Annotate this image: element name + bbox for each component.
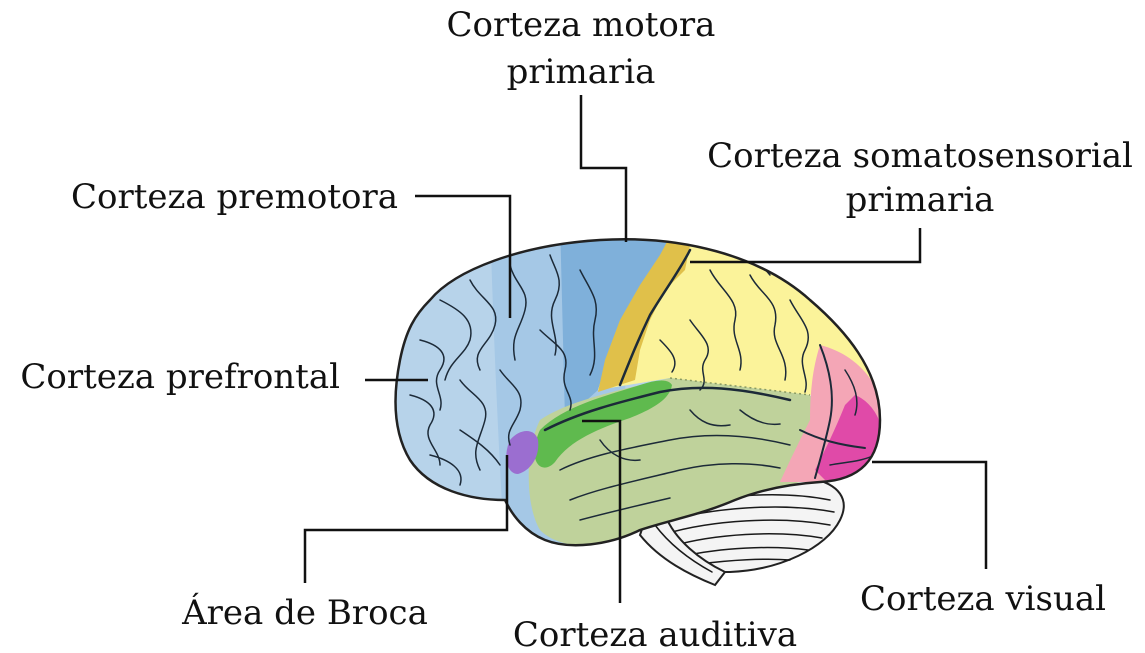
- label-broca: Área de Broca: [181, 592, 428, 633]
- label-visual: Corteza visual: [860, 579, 1106, 619]
- label-somatosensory-line2: primaria: [846, 180, 995, 220]
- leader-somatosensory: [690, 228, 922, 264]
- label-prefrontal: Corteza prefrontal: [20, 357, 340, 397]
- label-primary-motor-line2: primaria: [507, 52, 656, 92]
- visual-region: [815, 395, 880, 481]
- leader-lines: [303, 95, 988, 603]
- somatosensory-strip: [598, 240, 690, 392]
- leader-broca: [303, 455, 509, 583]
- label-premotor: Corteza premotora: [71, 177, 398, 217]
- gyri-lines: [409, 248, 876, 521]
- auditory-region: [534, 380, 672, 468]
- label-somatosensory-line1: Corteza somatosensorial: [707, 136, 1133, 176]
- dotted-boundary: [669, 377, 811, 396]
- leader-primary-motor: [579, 95, 628, 242]
- cerebrum-outline: [394, 238, 882, 547]
- leader-premotor: [415, 194, 512, 318]
- leader-visual: [872, 460, 988, 569]
- label-auditory: Corteza auditiva: [513, 615, 797, 653]
- brainstem: [638, 503, 727, 587]
- broca-region: [506, 431, 539, 474]
- leader-auditory: [582, 419, 622, 603]
- label-primary-motor-line1: Corteza motora: [447, 5, 716, 45]
